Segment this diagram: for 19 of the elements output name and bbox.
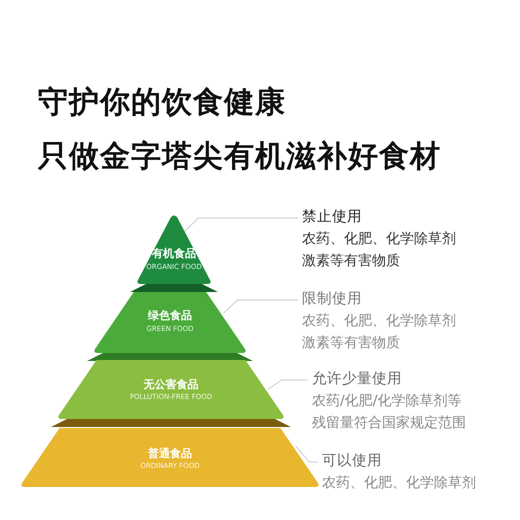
leader-line — [294, 445, 318, 462]
description-text: 农药/化肥/化学除草剂等残留量符合国家规定范围 — [312, 392, 467, 433]
description-text: 农药、化肥、化学除草剂激素等有害物质 — [302, 312, 457, 353]
tier-label: 绿色食品 — [146, 308, 193, 323]
description-heading: 禁止使用 — [302, 208, 363, 227]
description-text: 农药、化肥、化学除草剂 — [322, 474, 477, 493]
title: 守护你的饮食健康 — [38, 84, 286, 122]
tier-label: 无公害食品 — [142, 377, 200, 392]
pyramid-tier — [20, 428, 320, 487]
description-heading: 限制使用 — [302, 290, 363, 309]
description-heading: 允许少量使用 — [312, 370, 403, 389]
description-heading: 可以使用 — [322, 452, 383, 471]
tier-label: 有机食品 — [150, 246, 197, 261]
leader-line — [184, 218, 298, 232]
tier-label: 普通食品 — [147, 446, 193, 461]
leader-line — [222, 300, 298, 314]
description-text: 农药、化肥、化学除草剂激素等有害物质 — [302, 230, 457, 271]
subtitle: 只做金字塔尖有机滋补好食材 — [38, 138, 441, 176]
leader-line — [267, 380, 308, 390]
